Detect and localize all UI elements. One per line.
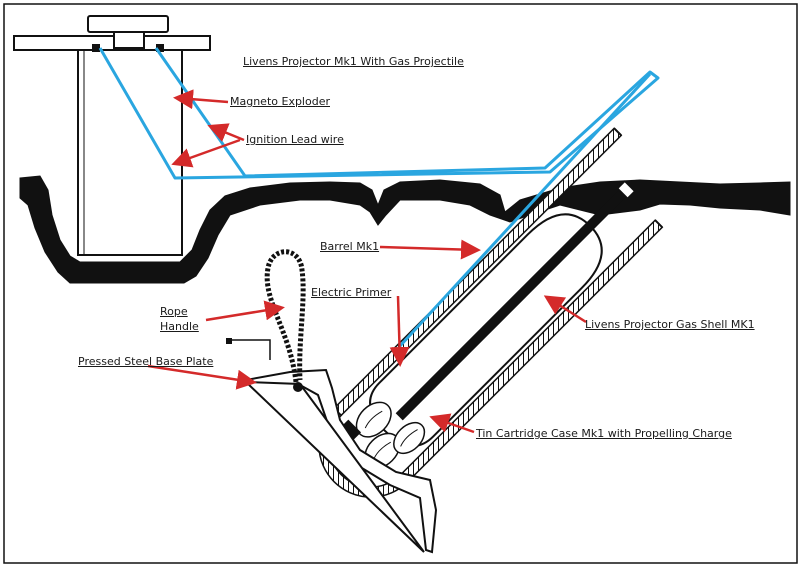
label-electric-primer: Electric Primer (311, 286, 392, 299)
ignition-lead-to-primer (398, 72, 652, 348)
exploder-plunger (113, 31, 145, 49)
arrow-rope-handle (205, 300, 285, 322)
terminal-right (156, 44, 164, 52)
exploder-handle (87, 15, 169, 33)
magneto-exploder-box (77, 49, 183, 256)
label-base-plate: Pressed Steel Base Plate (78, 355, 214, 368)
arrow-ignition-1 (207, 123, 245, 142)
arrow-primer (389, 295, 410, 367)
arrow-cartridge (429, 413, 475, 434)
arrow-magneto (173, 89, 229, 110)
charge-bag-1 (355, 401, 392, 438)
label-ignition-lead-wire: Ignition Lead wire (246, 133, 344, 146)
label-cartridge: Tin Cartridge Case Mk1 with Propelling C… (476, 427, 732, 440)
rope-handle (264, 249, 306, 383)
terminal-left (92, 44, 100, 52)
base-plate-bolt (293, 382, 303, 392)
frame-border (3, 3, 798, 564)
arrow-base-plate (147, 364, 257, 390)
arrow-gas-shell (543, 295, 587, 324)
ground-surface (19, 175, 791, 284)
label-magneto-exploder: Magneto Exploder (230, 95, 330, 108)
label-rope-handle-line2: Handle (160, 320, 199, 333)
base-plate-wedge (243, 380, 425, 553)
base-plate (243, 368, 438, 554)
burster-tube (395, 186, 630, 421)
diagram-title: Livens Projector Mk1 With Gas Projectile (243, 55, 464, 68)
label-barrel: Barrel Mk1 (320, 240, 380, 253)
label-rope-handle-line1: Rope (160, 305, 188, 318)
barrel-assembly (318, 127, 664, 498)
arrow-barrel (379, 239, 481, 260)
ignition-lead-wire (98, 47, 660, 180)
label-gas-shell: Livens Projector Gas Shell MK1 (585, 318, 755, 331)
surface-plank (13, 35, 211, 51)
arrow-ignition-2 (171, 138, 241, 168)
